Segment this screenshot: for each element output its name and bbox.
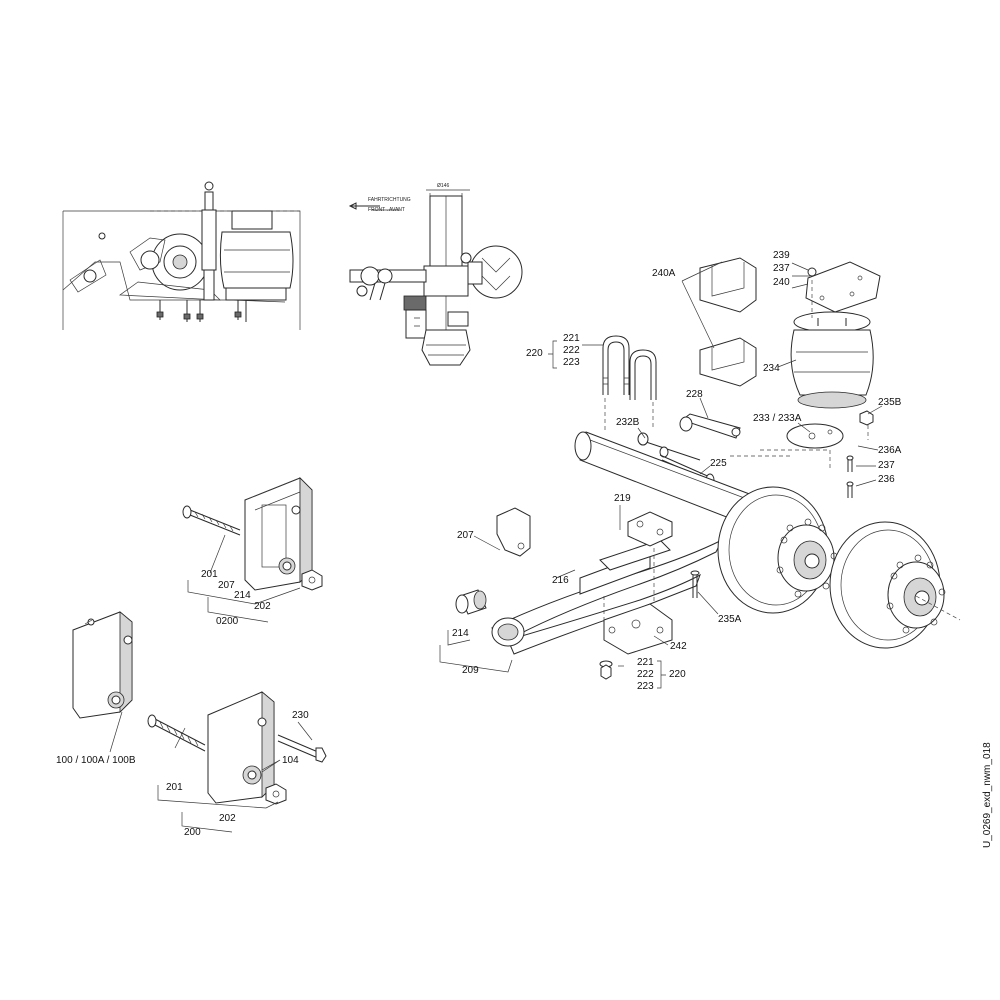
callout-209: 209 [462,665,479,676]
callout-202-lower: 202 [219,813,236,824]
callout-214-bracket: 214 [234,590,251,601]
diameter-label: Ø146 [437,183,450,189]
callout-240a: 240A [652,268,676,279]
callout-214: 214 [452,628,469,639]
bracket-assembly-100 [72,611,133,719]
callout-104: 104 [282,755,299,766]
axle-section-view [348,189,523,366]
callout-207: 207 [457,530,474,541]
callout-223: 223 [563,357,580,368]
callout-239: 239 [773,250,790,261]
callout-219: 219 [614,493,631,504]
callout-236a: 236A [878,445,902,456]
callout-228: 228 [686,389,703,400]
axle-assembly [455,431,961,680]
callout-202: 202 [254,601,271,612]
callout-207-bracket: 207 [218,580,235,591]
bracket-assembly-200 [147,691,327,833]
callout-235a: 235A [718,614,742,625]
callout-237b: 237 [878,460,895,471]
callout-234: 234 [763,363,780,374]
callout-242: 242 [670,641,687,652]
callout-240: 240 [773,277,790,288]
direction-label-de: FAHRTRICHTUNG [368,197,411,203]
callout-201: 201 [201,569,218,580]
callout-216: 216 [552,575,569,586]
callout-237: 237 [773,263,790,274]
air-spring-group [699,257,881,498]
callout-225: 225 [710,458,727,469]
callout-235b: 235B [878,397,902,408]
callout-221-lower: 221 [637,657,654,668]
callout-222-lower: 222 [637,669,654,680]
callout-233: 233 / 233A [753,413,802,424]
callout-232b: 232B [616,417,640,428]
callout-230: 230 [292,710,309,721]
callout-222: 222 [563,345,580,356]
callout-201-lower: 201 [166,782,183,793]
callout-220: 220 [526,348,543,359]
callout-100: 100 / 100A / 100B [56,755,136,766]
callout-200: 200 [184,827,201,838]
drawing-id: U_0269_exd_nwm_018 [982,742,993,848]
leader-lines [109,261,883,773]
direction-label-fr: FRONT . AVANT [368,207,405,213]
callout-223-lower: 223 [637,681,654,692]
u-bolts [602,335,657,430]
bracket-assembly-0200 [182,477,323,623]
callout-0200: 0200 [216,616,239,627]
callout-236: 236 [878,474,895,485]
callout-221: 221 [563,333,580,344]
callout-220-lower: 220 [669,669,686,680]
assembly-side-view [62,181,301,330]
